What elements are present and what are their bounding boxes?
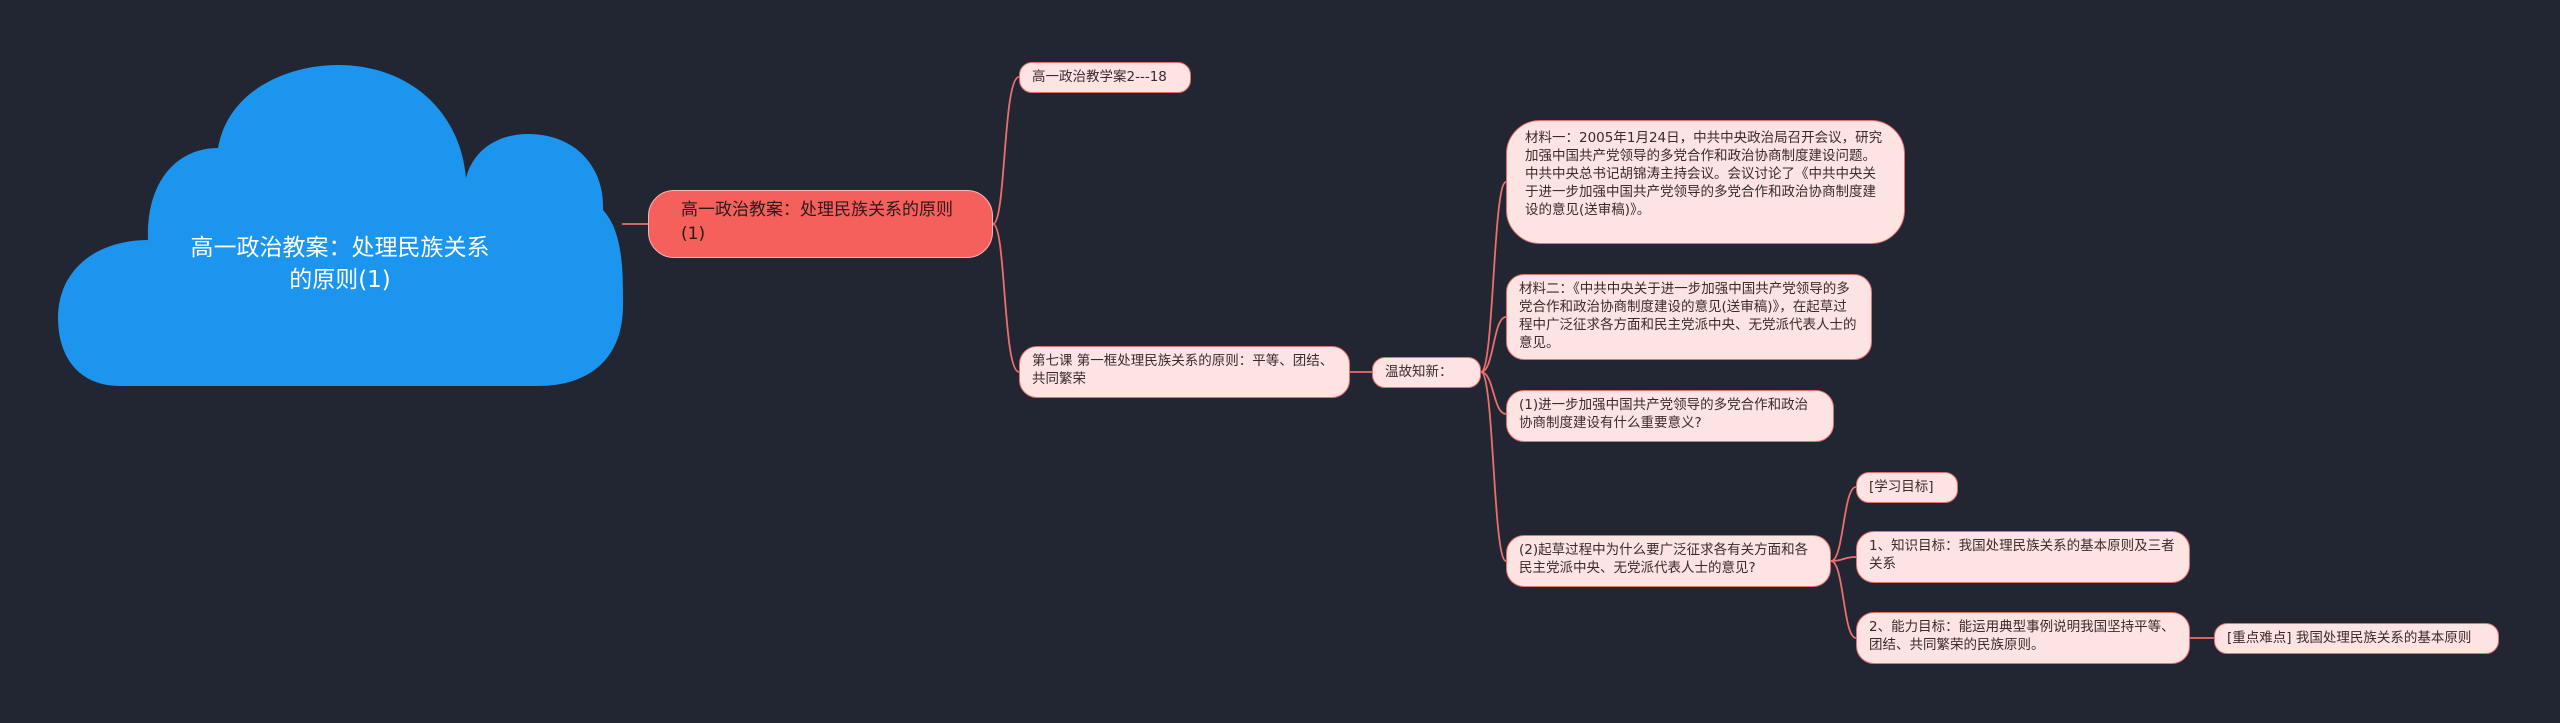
question-one-node[interactable]: (1)进一步加强中国共产党领导的多党合作和政治协商制度建设有什么重要意义?	[1506, 390, 1834, 442]
review-node[interactable]: 温故知新：	[1372, 357, 1481, 388]
edge-review-q1	[1480, 371, 1507, 415]
edge-q2-knowledge	[1830, 556, 1857, 562]
knowledge-goal-node[interactable]: 1、知识目标：我国处理民族关系的基本原则及三者关系	[1856, 531, 2190, 583]
key-point-node[interactable]: [重点难点] 我国处理民族关系的基本原则	[2214, 623, 2499, 654]
cloud-shape	[58, 65, 623, 386]
edge-review-m1	[1480, 181, 1507, 373]
edge-review-m2	[1480, 316, 1507, 373]
question-two-node[interactable]: (2)起草过程中为什么要广泛征求各有关方面和各民主党派中央、无党派代表人士的意见…	[1506, 535, 1831, 587]
ability-goal-node[interactable]: 2、能力目标：能运用典型事例说明我国坚持平等、团结、共同繁荣的民族原则。	[1856, 612, 2190, 664]
top-leaf-node[interactable]: 高一政治教学案2---18	[1019, 62, 1191, 93]
study-goals-node[interactable]: [学习目标]	[1856, 472, 1958, 503]
material-one-node[interactable]: 材料一：2005年1月24日，中共中央政治局召开会议，研究加强中国共产党领导的多…	[1506, 120, 1905, 244]
root-topic: 高一政治教案：处理民族关系的原则(1)	[190, 235, 490, 293]
edge-review-q2	[1480, 371, 1507, 562]
edge-main-lesson	[992, 223, 1020, 373]
material-two-node[interactable]: 材料二：《中共中央关于进一步加强中国共产党领导的多党合作和政治协商制度建设的意见…	[1506, 274, 1872, 360]
edge-main-top	[992, 76, 1020, 225]
lesson-node[interactable]: 第七课 第一框处理民族关系的原则：平等、团结、共同繁荣	[1019, 346, 1350, 398]
edge-q2-goals	[1830, 486, 1857, 562]
main-topic-node[interactable]: 高一政治教案：处理民族关系的原则(1)	[648, 190, 993, 258]
edge-q2-ability	[1830, 560, 1857, 639]
